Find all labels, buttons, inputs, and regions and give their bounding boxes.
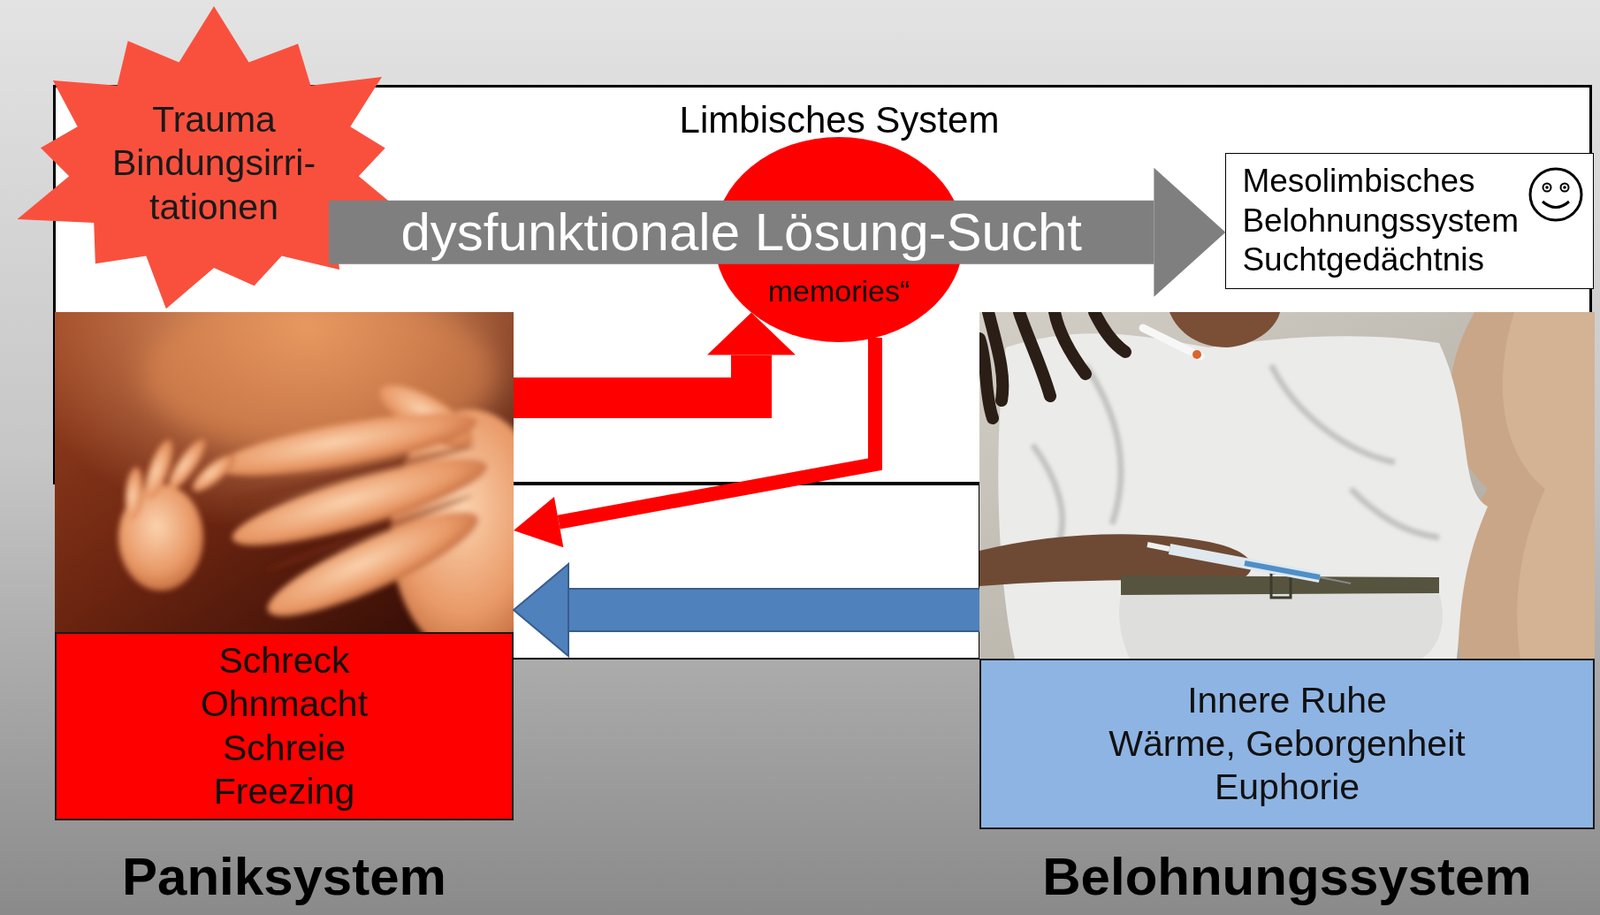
- lower-white-region: [510, 484, 980, 659]
- trigger-text: Trauma: [152, 98, 276, 142]
- connector-arrow: [328, 167, 1226, 298]
- state-text: Innere Ruhe: [990, 678, 1585, 723]
- state-text: Ohnmacht: [65, 682, 503, 726]
- syringe-figure: [1147, 544, 1170, 549]
- person-photo: [1094, 312, 1126, 352]
- state-text: Schreck: [65, 639, 503, 683]
- memory-text: Suchtgedächtnis: [1241, 240, 1485, 280]
- person-photo: [998, 333, 1488, 659]
- hands-figure: [122, 465, 145, 521]
- person-photo: [979, 312, 1126, 419]
- connector-label: dysfunktionale Lösung-Sucht: [395, 203, 1088, 262]
- person-photo: [1019, 312, 1051, 397]
- smiley-icon: [1530, 168, 1582, 221]
- connector-outline: [568, 587, 980, 633]
- person-photo: [1192, 350, 1202, 359]
- hands-figure: [263, 491, 474, 576]
- person-photo: [1054, 312, 1086, 374]
- smiley-icon: [1527, 166, 1585, 223]
- person-photo: [1142, 327, 1201, 357]
- state-box: Innere RuheWärme, GeborgenheitEuphorie: [979, 658, 1595, 830]
- arrow-head: [513, 563, 569, 656]
- system-heading: Paniksystem: [1, 850, 567, 904]
- person-photo: [979, 338, 993, 419]
- connector-line: [328, 200, 1154, 265]
- connector-arrow: [513, 337, 876, 548]
- smiley-icon: [1562, 185, 1567, 190]
- connector-line: [513, 355, 752, 398]
- person-photo: [1502, 312, 1595, 659]
- person-photo: [1119, 593, 1443, 659]
- memory-text: Mesolimbisches Belohnungssystem: [1241, 161, 1519, 241]
- state-text: Wärme, Geborgenheit: [990, 722, 1585, 766]
- person-photo: [1085, 365, 1121, 525]
- smiley-icon: [1543, 183, 1552, 192]
- person-photo: [1169, 312, 1280, 348]
- memory-box: Mesolimbisches BelohnungssystemSuchtgedä…: [1225, 152, 1594, 290]
- person-photo: [979, 312, 1595, 659]
- person-photo: [1120, 575, 1440, 595]
- arrow-head: [1153, 167, 1226, 298]
- connector-arrow: [513, 312, 796, 398]
- system-panel: SchreckOhnmachtSchreieFreezingPaniksyste…: [54, 312, 514, 821]
- person-photo: [1032, 365, 1440, 542]
- system-heading: Belohnungssystem: [926, 850, 1600, 904]
- trigger-starburst: TraumaBindungsirri- tationen: [99, 91, 329, 237]
- person-photo: [1271, 365, 1395, 463]
- region-title: Limbisches System: [55, 98, 1590, 143]
- label-holder: dysfunktionale Lösung-Sucht: [395, 203, 1088, 262]
- hands-figure: [233, 441, 477, 507]
- syringe-figure: [1147, 544, 1351, 584]
- syringe-figure: [1244, 563, 1320, 578]
- smiley-icon: [1542, 201, 1570, 208]
- hands-figure: [138, 435, 179, 503]
- system-panel: Innere RuheWärme, GeborgenheitEuphorieBe…: [979, 312, 1595, 830]
- state-text: Freezing: [65, 769, 503, 814]
- amygdala-text: memories“: [768, 273, 911, 310]
- person-photo: [1032, 444, 1063, 542]
- syringe-figure: [1319, 577, 1351, 584]
- smiley-icon: [1545, 185, 1549, 190]
- arrow-head: [513, 496, 564, 548]
- state-box: SchreckOhnmachtSchreieFreezing: [54, 632, 514, 821]
- hands-figure: [188, 449, 241, 497]
- state-text: Schreie: [65, 726, 503, 770]
- arrow-head: [707, 312, 796, 356]
- state-text: Euphorie: [990, 765, 1585, 809]
- person-photo: [979, 312, 1595, 659]
- syringe-figure: [1169, 548, 1320, 578]
- smiley-icon: [1561, 183, 1570, 192]
- hands-figure: [118, 373, 514, 633]
- trigger-text: Bindungsirri- tationen: [112, 141, 316, 229]
- person-photo: [1350, 488, 1440, 538]
- hands-photo: [54, 312, 514, 633]
- connector-line: [558, 337, 876, 523]
- connector-arrow: [513, 563, 980, 656]
- connector-line: [568, 589, 980, 631]
